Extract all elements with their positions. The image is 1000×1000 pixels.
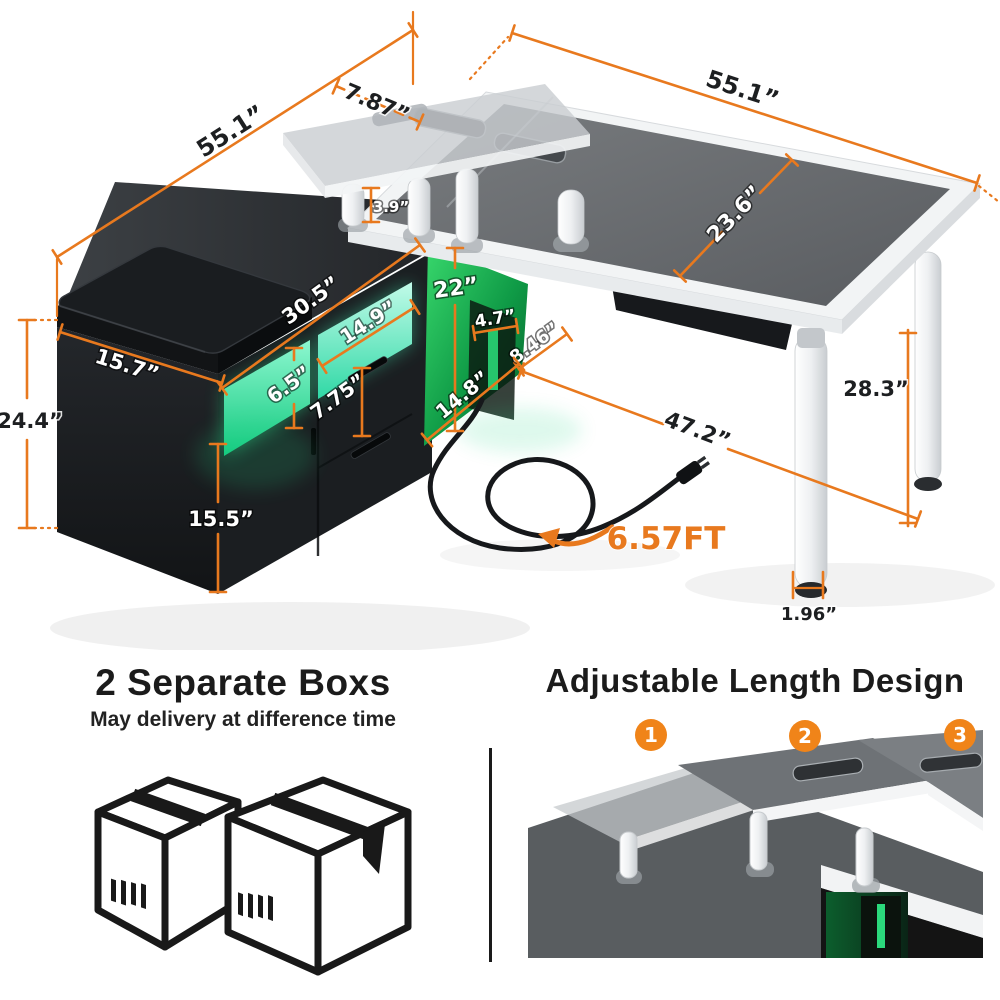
- desk-front-leg: [794, 335, 828, 589]
- floor-shadows: [50, 539, 995, 650]
- photo-shelf-position-1: [552, 765, 760, 854]
- dim-leg-diameter-label: 1.96”: [781, 604, 837, 625]
- photo-shelf-position-2: [677, 738, 943, 823]
- separate-boxes-panel: 2 Separate Boxs May delivery at differen…: [18, 662, 468, 992]
- shipping-boxes-icon: [94, 776, 412, 976]
- drawer-handle-bottom: [350, 432, 391, 459]
- bench-cushion: [57, 245, 312, 374]
- step-badge-3: 3: [943, 719, 976, 751]
- adjustable-length-panel: Adjustable Length Design: [520, 662, 990, 963]
- dim-leg-height-label: 28.3”: [843, 377, 909, 401]
- drawer-handle-top: [347, 356, 388, 383]
- monitor-shelf: [283, 84, 590, 198]
- dim-bench-total-height: 24.4”: [0, 318, 64, 530]
- power-cable: [427, 397, 711, 552]
- step-3-label: 3: [953, 723, 967, 747]
- step-badge-2: 2: [788, 720, 821, 752]
- adjustable-length-photo: 1 2 3: [527, 719, 983, 958]
- shelf-risers: [338, 168, 589, 253]
- dim-bench-total-height-label: 24.4”: [0, 409, 63, 433]
- under-desk-tray: [612, 286, 792, 350]
- desk-dimension-scene: 55.1” 7.87” 55.1” 3.9”: [0, 10, 1000, 650]
- dim-shelf-length-label: 55.1”: [192, 99, 270, 163]
- led-window-right: [318, 282, 412, 399]
- dim-cable-length-label: 6.57FT: [607, 521, 726, 557]
- step-1-label: 1: [644, 723, 658, 747]
- cable-arrow-icon: [551, 524, 615, 547]
- dim-riser-height-label: 3.9”: [373, 198, 409, 216]
- dim-riser-height: 3.9”: [361, 186, 411, 224]
- dim-cabinet-height: 15.5”: [187, 442, 255, 594]
- photo-shelf-position-3: [857, 730, 983, 831]
- dim-hutch-height: 22”: [431, 246, 482, 433]
- cabinet: [57, 182, 560, 594]
- plug-icon: [676, 455, 711, 485]
- adjustable-title: Adjustable Length Design: [545, 662, 965, 699]
- boxes-subtitle: May delivery at difference time: [90, 708, 396, 731]
- cabinet-left-face: [57, 327, 218, 594]
- dim-hutch-height-label: 22”: [432, 273, 480, 304]
- dim-cable-length: 6.57FT: [538, 520, 726, 558]
- boxes-title: 2 Separate Boxs: [95, 662, 391, 703]
- dim-leg-height: 28.3”: [842, 328, 918, 528]
- desk-back-leg: [914, 251, 942, 483]
- step-badge-1: 1: [634, 719, 667, 751]
- step-2-label: 2: [798, 724, 812, 748]
- dim-cabinet-height-label: 15.5”: [188, 507, 254, 531]
- dim-floor-span-label: 47.2”: [661, 407, 734, 454]
- hutch-compartment: [424, 245, 582, 452]
- panel-divider: [489, 748, 492, 962]
- photo-risers: [615, 811, 880, 893]
- dim-leg-diameter: 1.96”: [779, 570, 839, 627]
